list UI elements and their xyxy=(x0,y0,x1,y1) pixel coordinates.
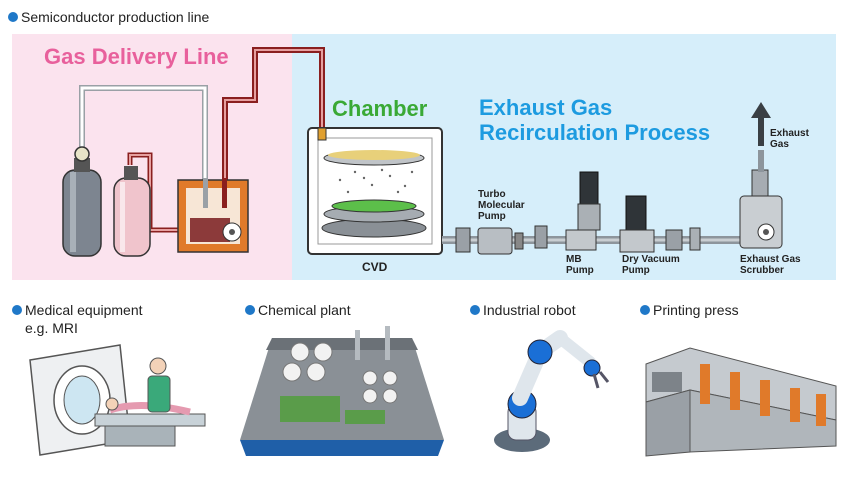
vaporizer-box-icon xyxy=(177,178,249,253)
printing-press-icon xyxy=(645,347,837,457)
dry-line2: Pump xyxy=(622,265,650,276)
bullet-icon xyxy=(245,305,255,315)
medical-subtitle: e.g. MRI xyxy=(25,320,78,336)
scrubber-icon xyxy=(739,150,783,249)
mb-line1: MB xyxy=(566,254,582,265)
turbo-line1: Turbo xyxy=(478,189,506,200)
out-line2: Gas xyxy=(770,139,789,150)
bullet-icon xyxy=(8,12,18,22)
robot-title-text: Industrial robot xyxy=(483,302,576,318)
dry-vacuum-pump-icon xyxy=(619,195,701,253)
printing-title: Printing press xyxy=(640,302,739,318)
mb-pump-label: MB Pump xyxy=(566,254,594,276)
mri-machine-icon xyxy=(29,344,206,456)
turbo-pump-label: Turbo Molecular Pump xyxy=(478,189,525,222)
gas-delivery-label: Gas Delivery Line xyxy=(44,44,229,69)
cvd-chamber-icon xyxy=(307,127,443,255)
grey-cylinder-icon xyxy=(62,146,102,257)
exhaust-gas-label: Exhaust Gas xyxy=(770,128,809,150)
medical-title: Medical equipment xyxy=(12,302,143,318)
turbo-line3: Pump xyxy=(478,211,506,222)
scrub-line1: Exhaust Gas xyxy=(740,254,801,265)
industrial-robot-icon xyxy=(494,330,610,452)
turbo-pump-icon xyxy=(477,225,548,255)
section-title: Semiconductor production line xyxy=(8,9,209,25)
turbo-line2: Molecular xyxy=(478,200,525,211)
exhaust-process-label: Exhaust Gas Recirculation Process xyxy=(479,95,710,145)
section-title-text: Semiconductor production line xyxy=(21,9,210,25)
chemical-plant-icon xyxy=(240,326,444,456)
dry-pump-label: Dry Vacuum Pump xyxy=(622,254,680,276)
printing-title-text: Printing press xyxy=(653,302,739,318)
bullet-icon xyxy=(470,305,480,315)
mb-line2: Pump xyxy=(566,265,594,276)
bullet-icon xyxy=(640,305,650,315)
doctor-icon xyxy=(147,357,171,413)
chemical-title: Chemical plant xyxy=(245,302,351,318)
chamber-label: Chamber xyxy=(332,96,428,121)
valve-icon xyxy=(455,227,471,253)
out-line1: Exhaust xyxy=(770,128,809,139)
scrub-line2: Scrubber xyxy=(740,265,784,276)
cvd-label: CVD xyxy=(362,260,388,274)
medical-title-text: Medical equipment xyxy=(25,302,143,318)
dry-line1: Dry Vacuum xyxy=(622,254,680,265)
robot-title: Industrial robot xyxy=(470,302,576,318)
pink-cylinder-icon xyxy=(113,166,151,257)
exhaust-line2: Recirculation Process xyxy=(479,120,711,145)
scrubber-label: Exhaust Gas Scrubber xyxy=(740,254,801,276)
chemical-title-text: Chemical plant xyxy=(258,302,351,318)
bullet-icon xyxy=(12,305,22,315)
gas-line-grey xyxy=(79,85,208,180)
process-diagram xyxy=(62,47,783,257)
exhaust-arrow-icon xyxy=(751,102,771,146)
mb-pump-icon xyxy=(565,171,601,251)
exhaust-line1: Exhaust Gas xyxy=(479,95,613,120)
